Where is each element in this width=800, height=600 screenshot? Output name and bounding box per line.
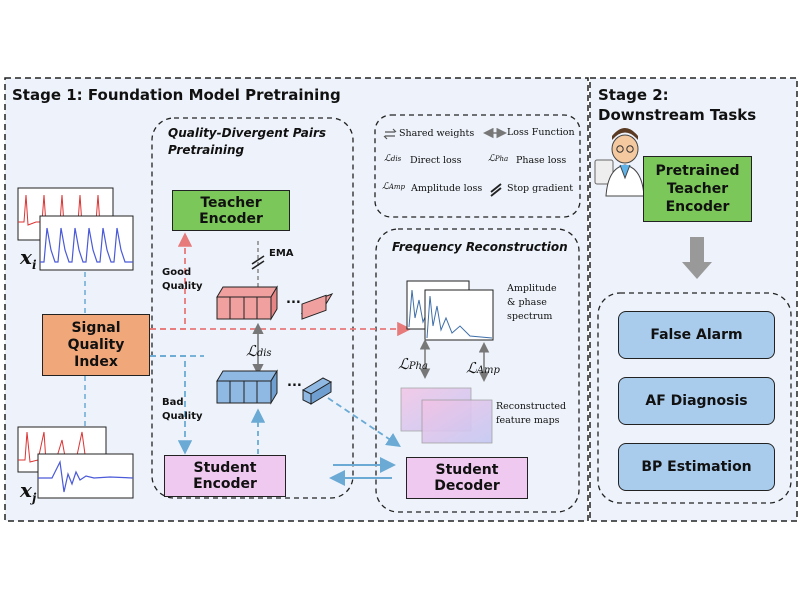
xi-signal-front — [39, 215, 134, 271]
student-encoder-line2: Encoder — [193, 476, 257, 492]
blue-feature-stack — [216, 369, 333, 405]
xi-label-sub: i — [31, 258, 37, 272]
teacher-encoder-line2: Encoder — [199, 210, 263, 227]
legend-phase-loss: Phase loss — [516, 155, 567, 166]
ellipsis-red: ... — [286, 292, 301, 307]
legend-panel — [374, 114, 581, 218]
spectrum-label-3: spectrum — [507, 311, 553, 322]
task-af-diagnosis: AF Diagnosis — [618, 377, 775, 425]
freq-title: Frequency Reconstruction — [392, 240, 568, 254]
pretrained-line2: Teacher — [666, 181, 729, 197]
lpha-label: ℒPha — [398, 355, 428, 373]
ldis-label-sub: dis — [256, 348, 272, 359]
sqi-line3: Index — [74, 353, 118, 370]
good-quality-label-2: Quality — [162, 281, 203, 292]
xj-label: xj — [20, 478, 36, 505]
sqi-line2: Quality — [67, 336, 125, 353]
legend-symbols — [383, 127, 507, 197]
lpha-label-sub: Pha — [408, 361, 428, 372]
signal-quality-index: Signal Quality Index — [42, 314, 150, 376]
legend-loss-function: Loss Function — [507, 127, 575, 138]
legend-amplitude-loss: Amplitude loss — [411, 183, 483, 194]
student-encoder-line1: Student — [193, 460, 257, 476]
bad-quality-label-2: Quality — [162, 411, 203, 422]
pretrained-teacher-encoder: Pretrained Teacher Encoder — [643, 156, 752, 222]
lamp-label: ℒAmp — [466, 359, 500, 377]
legend-stop-gradient: Stop gradient — [507, 183, 574, 194]
legend-lamp-sub: Amp — [388, 183, 406, 191]
doctor-icon — [594, 128, 645, 197]
stage2-title-line2: Downstream Tasks — [598, 106, 757, 124]
legend-ldis-symbol: ℒdis — [384, 153, 402, 164]
ellipsis-blue: ... — [287, 375, 302, 390]
spectrum-plot — [406, 280, 494, 341]
xj-label-sub: j — [31, 491, 37, 505]
pretrained-line1: Pretrained — [655, 163, 740, 179]
pretrained-line3: Encoder — [665, 199, 730, 215]
recon-label-1: Reconstructed — [496, 401, 567, 412]
bad-quality-label-1: Bad — [162, 397, 184, 408]
xj-signal-front — [37, 453, 134, 499]
xi-label: xi — [20, 245, 37, 272]
lamp-label-sub: Amp — [476, 365, 500, 376]
spectrum-label-2: & phase — [507, 297, 547, 308]
student-encoder: Student Encoder — [164, 455, 286, 497]
xj-label-base: x — [20, 478, 32, 502]
task-false-alarm: False Alarm — [618, 311, 775, 359]
stage1-title: Stage 1: Foundation Model Pretraining — [12, 86, 341, 104]
pairs-title-line2: Pretraining — [168, 143, 245, 157]
task-bp-estimation: BP Estimation — [618, 443, 775, 491]
xi-label-base: x — [20, 245, 32, 269]
legend-lpha-symbol: ℒPha — [488, 153, 509, 164]
legend-shared-weights: Shared weights — [399, 128, 475, 139]
stage2-title-line1: Stage 2: — [598, 86, 669, 104]
teacher-encoder: Teacher Encoder — [172, 190, 290, 231]
legend-lamp-symbol: ℒAmp — [382, 181, 406, 192]
student-decoder-line2: Decoder — [434, 478, 500, 494]
legend-ldis-sub: dis — [390, 155, 402, 163]
recon-label-2: feature maps — [496, 415, 560, 426]
student-decoder-line1: Student — [435, 462, 499, 478]
student-decoder: Student Decoder — [406, 457, 528, 499]
teacher-encoder-line1: Teacher — [200, 194, 262, 211]
ema-label: EMA — [269, 248, 294, 259]
ldis-label: ℒdis — [246, 342, 272, 360]
sqi-line1: Signal — [71, 319, 121, 336]
pairs-title-line1: Quality-Divergent Pairs — [168, 126, 327, 140]
spectrum-label-1: Amplitude — [507, 283, 557, 294]
good-quality-label-1: Good — [162, 267, 192, 278]
legend-direct-loss: Direct loss — [410, 155, 462, 166]
legend-lpha-sub: Pha — [494, 155, 509, 163]
red-feature-stack — [216, 285, 334, 321]
